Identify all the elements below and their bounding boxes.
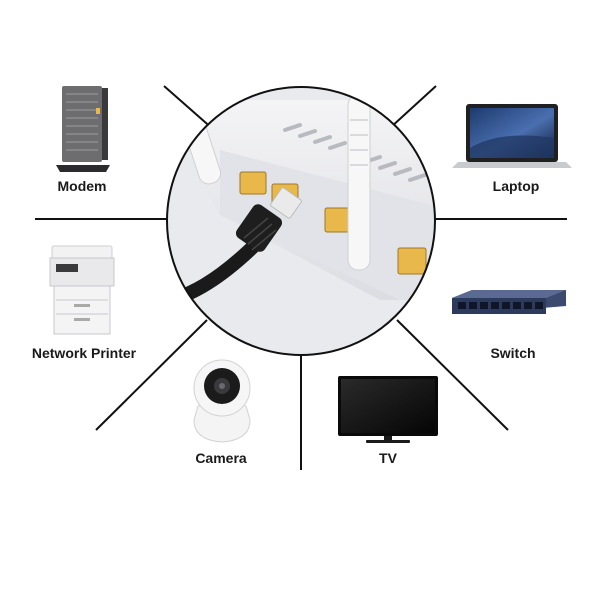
connector-line-printer [95, 319, 208, 431]
laptop-icon [452, 104, 572, 168]
device-label-tv: TV [379, 450, 397, 466]
device-label-camera: Camera [195, 450, 247, 466]
device-label-modem: Modem [57, 178, 107, 194]
connector-line-modem [163, 85, 215, 131]
device-label-network-printer: Network Printer [31, 345, 137, 361]
connector-line-laptop [389, 85, 437, 129]
modem-icon [56, 86, 110, 172]
device-label-switch: Switch [490, 345, 536, 361]
connector-lines [35, 85, 567, 470]
camera-icon [193, 359, 251, 443]
network-switch-icon [452, 290, 566, 314]
router-icon [166, 86, 436, 356]
tv-icon [338, 376, 438, 443]
device-label-laptop: Laptop [492, 178, 540, 194]
printer-icon [49, 245, 115, 335]
connector-line-switch [396, 319, 509, 431]
